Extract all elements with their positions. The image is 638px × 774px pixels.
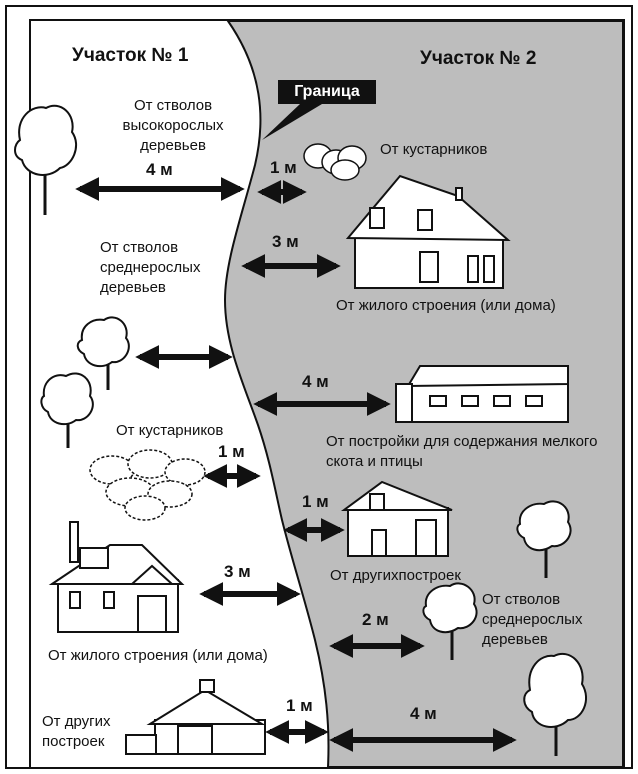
label-shrubs-left: От кустарников bbox=[116, 422, 224, 439]
shrub-icon-left bbox=[89, 449, 206, 521]
outbuilding-icon-right bbox=[340, 480, 453, 557]
label-tall-trees: От стволов высокорослых деревьев bbox=[122, 97, 224, 154]
dist-other-right: 1 м bbox=[302, 492, 329, 511]
label-livestock: От постройки для содержания мелкого скот… bbox=[326, 433, 598, 470]
dist-house-right: 3 м bbox=[272, 232, 299, 251]
tall-tree-icon-left bbox=[14, 104, 78, 215]
dist-medium-trees-right: 2 м bbox=[362, 610, 389, 629]
medium-tree-icon-left-1 bbox=[76, 316, 130, 390]
medium-tree-icon-right-2 bbox=[422, 582, 478, 660]
medium-tree-icon-left-2 bbox=[40, 372, 94, 448]
livestock-building-icon bbox=[395, 365, 569, 423]
label-house-left: От жилого строения (или дома) bbox=[48, 647, 268, 664]
dist-other-left: 1 м bbox=[286, 696, 313, 715]
house-icon-right bbox=[345, 174, 511, 289]
dist-house-left: 3 м bbox=[224, 562, 251, 581]
dist-tall-trees: 4 м bbox=[146, 160, 173, 179]
boundary-pointer bbox=[262, 104, 322, 140]
boundary-label: Граница bbox=[278, 80, 376, 104]
label-other-right: От другихпостроек bbox=[330, 567, 461, 584]
medium-tree-icon-right-1 bbox=[516, 500, 572, 578]
plot2-title: Участок № 2 bbox=[420, 48, 537, 69]
outbuilding-icon-left bbox=[125, 679, 266, 755]
label-other-left: От других построек bbox=[42, 713, 111, 750]
label-medium-trees-right: От стволов среднерослых деревьев bbox=[482, 591, 583, 648]
label-medium-trees-left: От стволов среднерослых деревьев bbox=[100, 239, 201, 296]
dist-livestock: 4 м bbox=[302, 372, 329, 391]
dist-shrubs-right: 1 м bbox=[270, 158, 297, 177]
shrub-icon-right bbox=[303, 143, 367, 181]
label-house-right: От жилого строения (или дома) bbox=[336, 297, 556, 314]
label-shrubs-right: От кустарников bbox=[380, 141, 488, 158]
house-icon-left bbox=[48, 521, 185, 633]
dist-tall-trees-right: 4 м bbox=[410, 704, 437, 723]
tall-tree-icon-right bbox=[523, 653, 587, 756]
plot1-title: Участок № 1 bbox=[72, 45, 189, 66]
dist-shrubs-left: 1 м bbox=[218, 442, 245, 461]
arrows bbox=[75, 177, 517, 752]
